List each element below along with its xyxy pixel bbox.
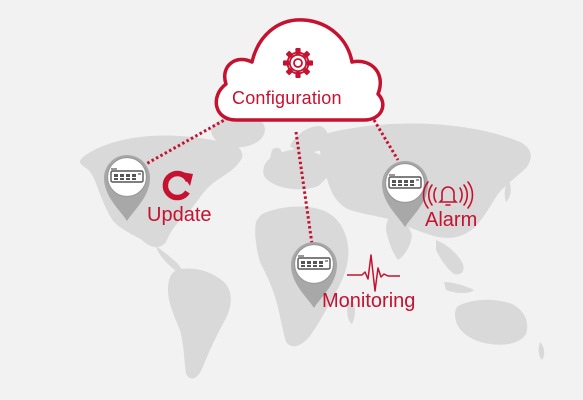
refresh-icon [162,170,193,201]
connector-monitoring [294,131,314,245]
connector-update [145,116,229,166]
north-america-shape [79,135,243,248]
south-america-shape [168,268,231,379]
uk-shape [270,147,282,161]
australia-shape [455,299,528,345]
europe-shape [263,149,331,190]
alarm-label: Alarm [425,209,478,231]
southeast-asia-shape [436,240,464,275]
alarm-bell-icon [422,181,474,209]
japan-shape [504,180,511,202]
gear-icon [283,48,313,78]
indonesia-shape [444,282,474,293]
greenland-shape [211,116,265,148]
madagascar-shape [347,300,355,324]
india-shape [386,216,412,260]
new-zealand-shape [538,342,545,360]
configuration-label: Configuration [232,88,342,108]
monitoring-label: Monitoring [322,290,416,312]
central-america-shape [156,246,184,273]
heartbeat-icon [347,254,400,292]
update-label: Update [147,204,212,226]
configuration-cloud [214,18,385,122]
